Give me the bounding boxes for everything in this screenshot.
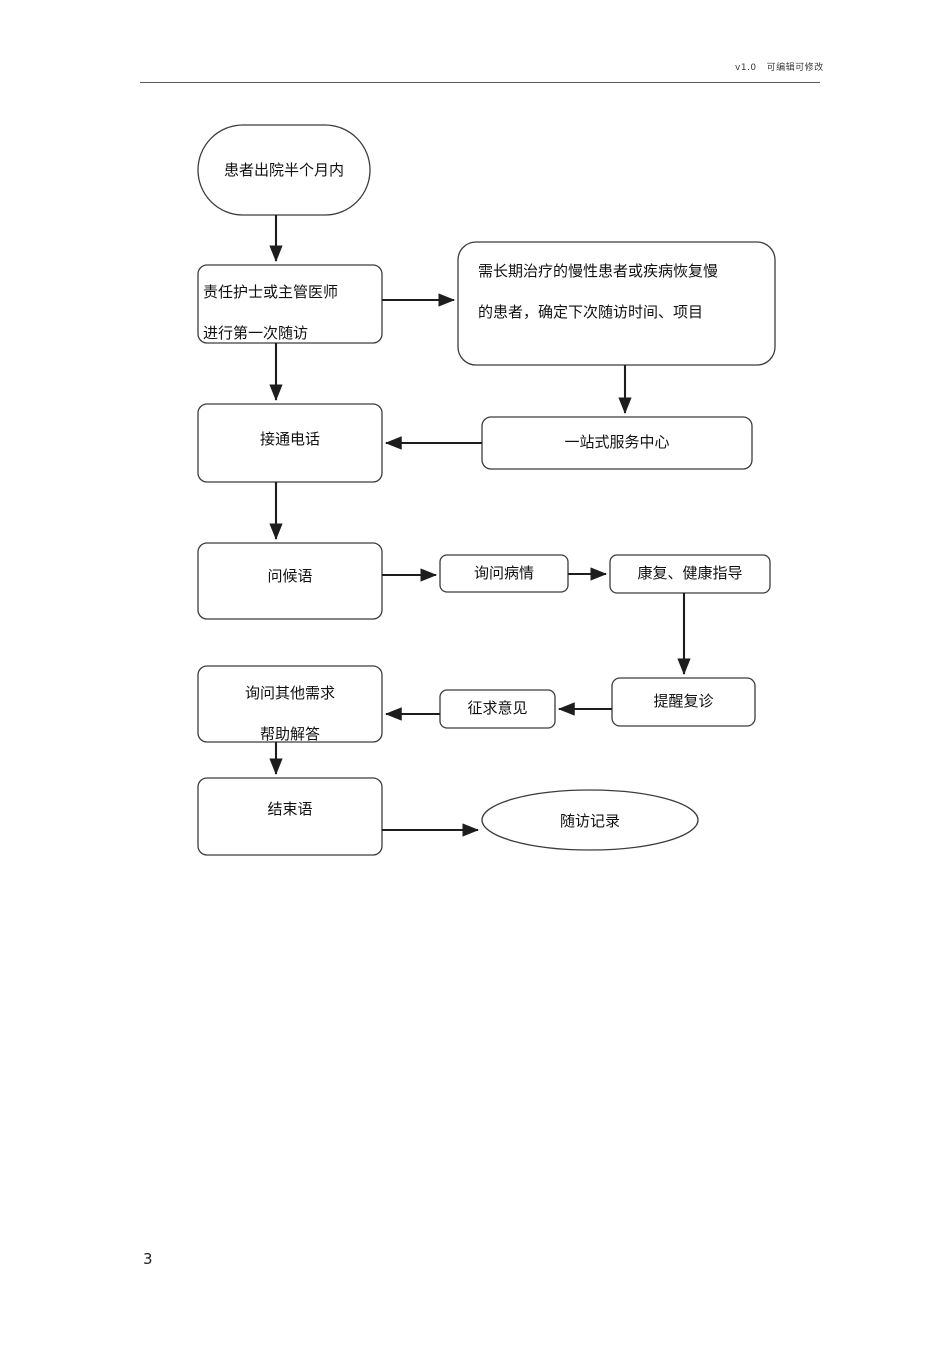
node-ask-condition: [439, 554, 569, 593]
node-followup-record: [481, 789, 699, 851]
header-version: v1.0: [735, 63, 757, 73]
node-greeting: [197, 542, 383, 620]
page-number: 3: [143, 1250, 153, 1268]
header-note: 可编辑可修改: [766, 63, 824, 73]
node-ask-other-needs: [197, 665, 383, 743]
node-rehab-health-guidance: [609, 554, 771, 594]
node-remind-revisit: [611, 677, 756, 727]
node-chronic-patient-next-followup: [457, 241, 776, 366]
node-patient-discharge-half-month: [197, 124, 371, 216]
node-closing-remarks: [197, 777, 383, 856]
document-header: v1.0 可编辑可修改: [735, 60, 824, 73]
header-divider: [140, 82, 820, 83]
node-call-connected: [197, 403, 383, 483]
node-solicit-opinion: [439, 689, 556, 729]
node-one-stop-service-center: [481, 416, 753, 470]
node-first-followup-by-nurse-or-doctor: [197, 264, 383, 344]
